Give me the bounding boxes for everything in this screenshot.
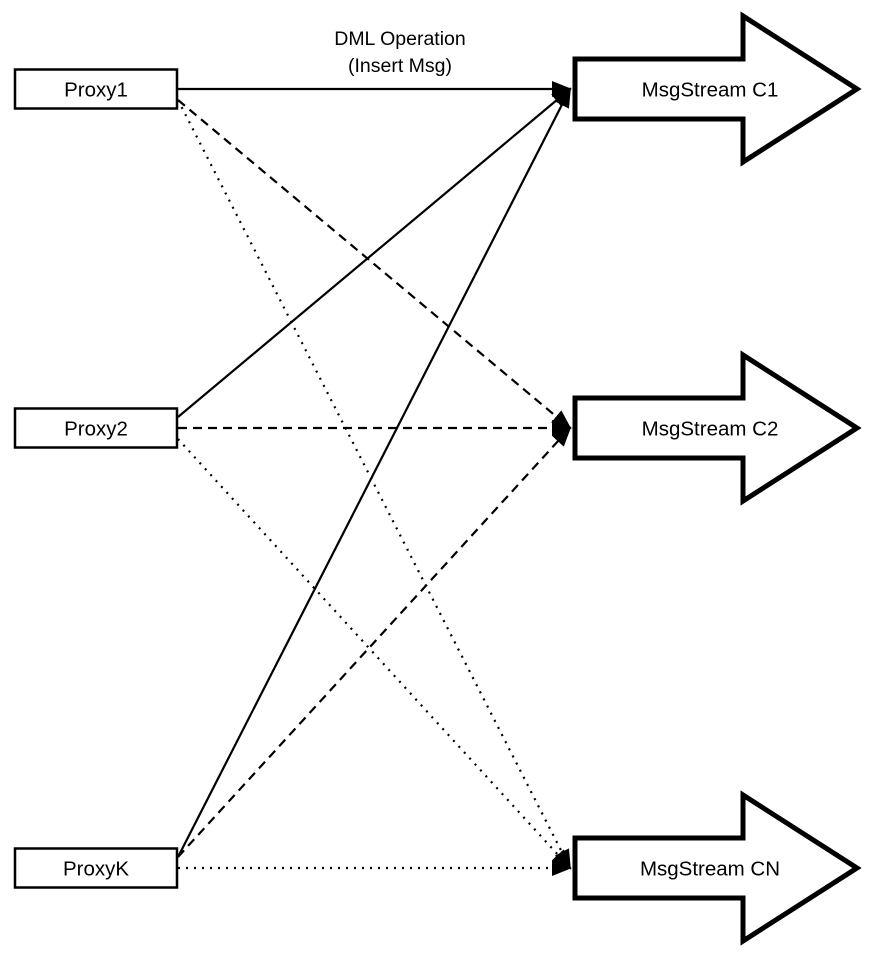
proxyk-label: ProxyK [63,858,129,881]
dml-operation-label-line1: DML Operation [334,28,466,50]
msgstream-node-c2: MsgStream C2 [572,350,862,506]
connection-proxyk-to-c2 [177,426,572,858]
msgstream-c2-arrow [572,350,862,506]
proxy-node-proxy2: Proxy2 [13,407,179,449]
proxy-node-proxyk: ProxyK [13,847,179,889]
msgstream-cn-arrow [572,790,862,946]
proxy-node-proxy1: Proxy1 [13,68,179,110]
proxy2-label: Proxy2 [64,418,128,441]
msgstream-c1-arrow [572,11,862,167]
proxyk-box [13,847,179,889]
msgstream-c2-label: MsgStream C2 [642,418,779,441]
connection-lines [177,81,572,876]
proxy2-box [13,407,179,449]
msgstream-node-cn: MsgStream CN [572,790,862,946]
dml-operation-label-line2: (Insert Msg) [348,55,452,77]
proxy1-label: Proxy1 [64,79,128,102]
connection-proxy2-to-cn [177,438,572,870]
connection-proxyk-to-c1 [177,87,571,858]
connection-proxy1-to-cn [177,99,571,870]
connection-proxy2-to-c1 [177,87,572,418]
connection-proxy1-to-c2 [177,99,572,430]
dml-operation-label: DML Operation (Insert Msg) [334,28,466,77]
msgstream-c1-label: MsgStream C1 [642,79,779,102]
proxy1-box [13,68,179,110]
msgstream-cn-label: MsgStream CN [640,858,780,881]
msgstream-node-c1: MsgStream C1 [572,11,862,167]
